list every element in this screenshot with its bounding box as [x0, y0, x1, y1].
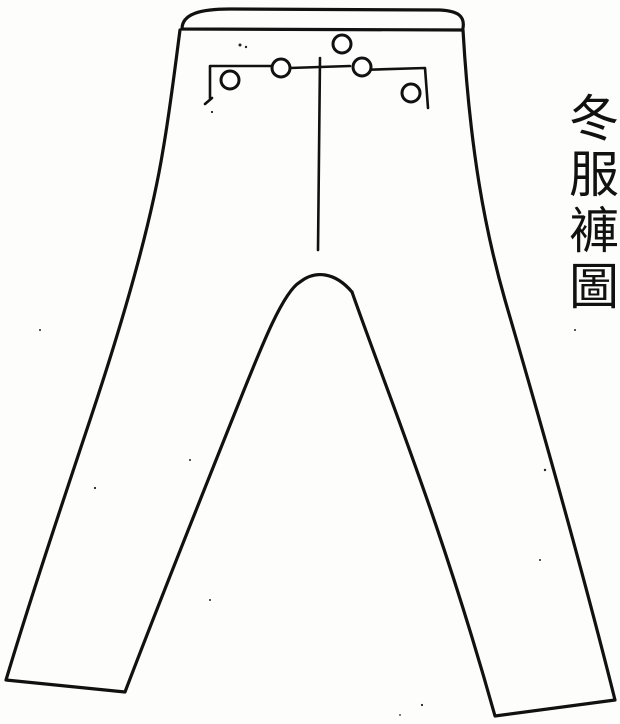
left-pocket-tick — [203, 96, 214, 106]
button-left-inner — [270, 57, 292, 79]
left-leg-outline — [4, 28, 302, 694]
button-left-outer — [219, 69, 241, 91]
paper-specks — [39, 43, 576, 716]
fly-crossbar — [288, 64, 352, 70]
figure-caption: 冬服褲圖 — [561, 92, 619, 316]
button-right-outer — [400, 82, 422, 104]
waistband — [180, 7, 465, 32]
fly-line — [316, 56, 322, 252]
right-pocket — [358, 66, 430, 110]
left-pocket — [208, 64, 287, 100]
button-top — [331, 33, 353, 55]
right-leg-outline — [350, 28, 617, 718]
button-right-inner — [351, 56, 373, 78]
crotch-curve — [298, 273, 354, 294]
